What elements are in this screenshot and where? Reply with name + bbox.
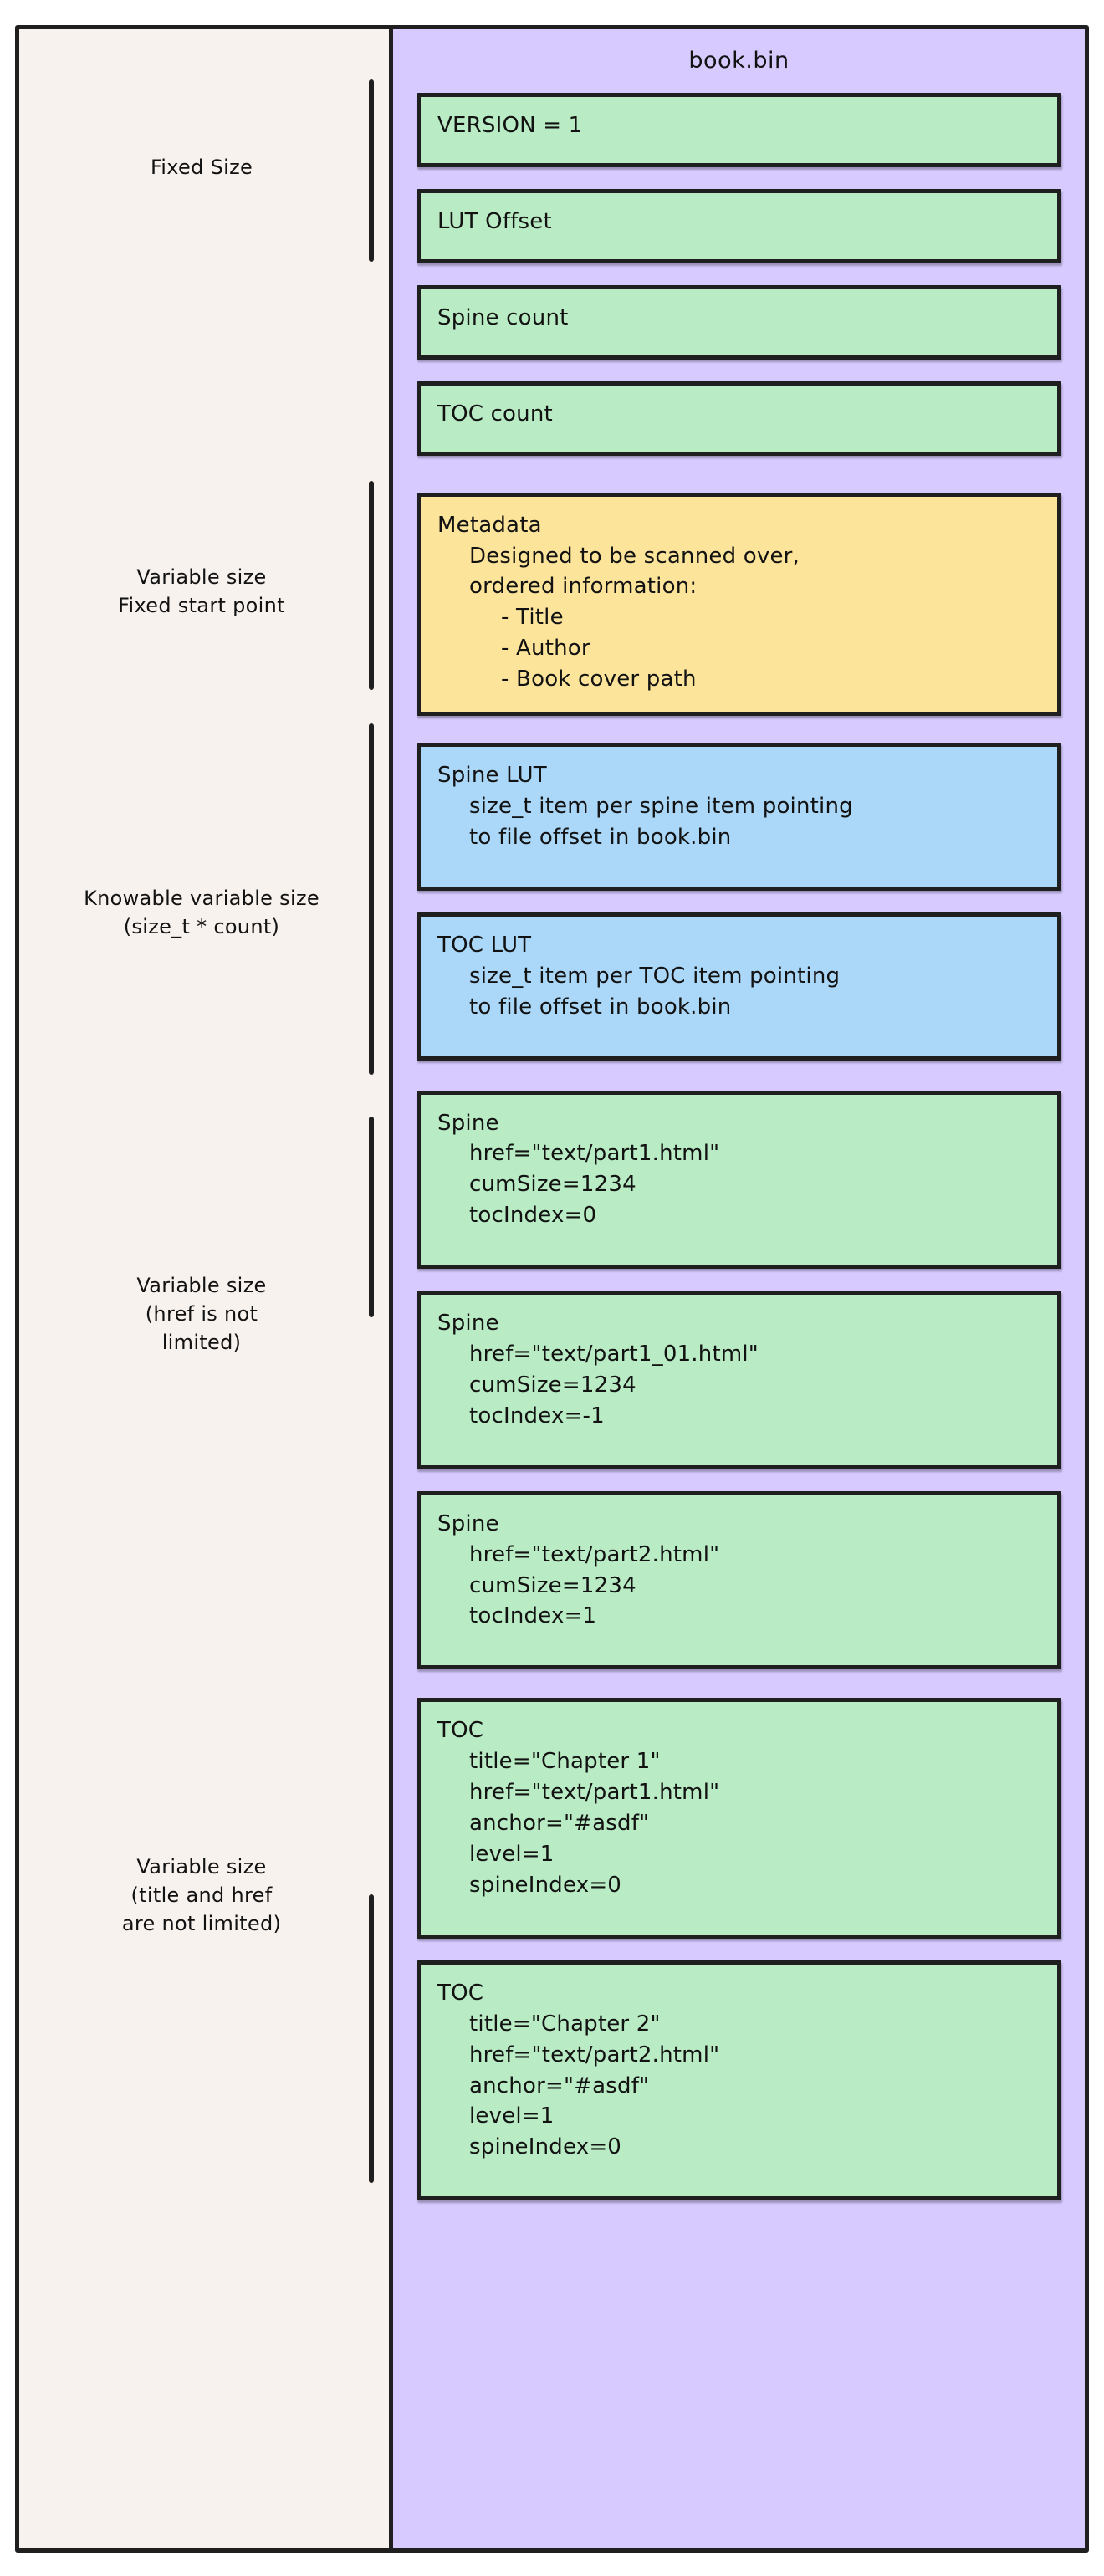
block-line: TOC LUT	[437, 932, 532, 958]
block-metadata: Metadata Designed to be scanned over, or…	[417, 492, 1061, 717]
block-line: href="text/part1.html"	[469, 1780, 720, 1806]
block-line: size_t item per TOC item pointing	[469, 963, 841, 989]
block-line: - Title	[501, 605, 564, 631]
block-line: - Author	[501, 636, 590, 662]
block-line: LUT Offset	[437, 208, 552, 234]
annotation-variable-size-title-href: Variable size (title and href are not li…	[121, 1855, 282, 1936]
block-line: Spine	[437, 1510, 499, 1536]
block-spine-lut: Spine LUT size_t item per spine item poi…	[417, 743, 1061, 891]
block-line: tocIndex=1	[469, 1603, 597, 1629]
block-line: Designed to be scanned over,	[469, 543, 800, 569]
block-lut-offset: LUT Offset	[417, 188, 1061, 263]
block-line: anchor="#asdf"	[469, 1811, 650, 1837]
block-spine-3: Spine href="text/part2.html" cumSize=123…	[417, 1490, 1061, 1670]
page-title: book.bin	[688, 48, 790, 74]
block-line: Spine count	[437, 304, 569, 330]
block-toc-count: TOC count	[417, 381, 1061, 456]
block-line: cumSize=1234	[469, 1572, 636, 1598]
annotation-fixed-size: Fixed Size	[150, 156, 253, 179]
block-line: TOC count	[437, 401, 553, 427]
block-spine-count: Spine count	[417, 284, 1061, 360]
block-line: TOC	[437, 1718, 484, 1744]
block-toc-lut: TOC LUT size_t item per TOC item pointin…	[417, 912, 1061, 1061]
block-line: ordered information:	[469, 574, 698, 600]
block-line: Metadata	[437, 512, 542, 538]
block-line: - Book cover path	[501, 667, 697, 693]
bracket-variable-size-title-href	[369, 1894, 374, 2183]
annotation-variable-size-href: Variable size (href is not limited)	[136, 1274, 267, 1355]
block-line: href="text/part1_01.html"	[469, 1342, 759, 1367]
block-line: href="text/part2.html"	[469, 1541, 720, 1567]
block-line: VERSION = 1	[437, 113, 583, 138]
block-list: VERSION = 1 LUT Offset Spine count TOC c…	[417, 93, 1061, 2222]
block-line: level=1	[469, 1842, 555, 1867]
block-line: tocIndex=0	[469, 1203, 597, 1229]
block-toc-2: TOC title="Chapter 2" href="text/part2.h…	[417, 1960, 1061, 2201]
block-line: href="text/part2.html"	[469, 2042, 720, 2067]
annotation-knowable-variable-size: Knowable variable size (size_t * count)	[84, 887, 319, 939]
block-spine-1: Spine href="text/part1.html" cumSize=123…	[417, 1090, 1061, 1270]
bracket-variable-size-fixed-start	[369, 481, 374, 690]
block-line: cumSize=1234	[469, 1372, 636, 1398]
block-spine-2: Spine href="text/part1_01.html" cumSize=…	[417, 1291, 1061, 1469]
block-line: level=1	[469, 2103, 555, 2129]
block-line: cumSize=1234	[469, 1172, 636, 1198]
bracket-variable-size-href	[369, 1117, 374, 1317]
block-line: to file offset in book.bin	[469, 824, 732, 850]
block-line: Spine	[437, 1311, 499, 1337]
block-line: spineIndex=0	[469, 1872, 622, 1898]
block-line: Spine LUT	[437, 763, 547, 789]
annotation-column: Fixed Size Variable size Fixed start poi…	[19, 29, 389, 2548]
block-line: Spine	[437, 1110, 499, 1136]
block-line: tocIndex=-1	[469, 1403, 605, 1429]
bracket-fixed-size	[369, 79, 374, 262]
block-line: href="text/part1.html"	[469, 1141, 720, 1167]
block-line: spineIndex=0	[469, 2134, 622, 2160]
block-line: title="Chapter 1"	[469, 1749, 661, 1775]
block-line: size_t item per spine item pointing	[469, 793, 853, 819]
diagram-outer-frame: Fixed Size Variable size Fixed start poi…	[15, 25, 1089, 2553]
block-line: TOC	[437, 1980, 484, 2006]
block-line: to file offset in book.bin	[469, 994, 732, 1020]
block-line: anchor="#asdf"	[469, 2073, 650, 2098]
block-toc-1: TOC title="Chapter 1" href="text/part1.h…	[417, 1698, 1061, 1939]
file-panel: book.bin VERSION = 1 LUT Offset Spine co…	[389, 29, 1085, 2548]
block-line: title="Chapter 2"	[469, 2011, 661, 2037]
bracket-knowable-variable-size	[369, 723, 374, 1075]
block-version: VERSION = 1	[417, 93, 1061, 167]
annotation-variable-size-fixed-start: Variable size Fixed start point	[118, 565, 285, 618]
